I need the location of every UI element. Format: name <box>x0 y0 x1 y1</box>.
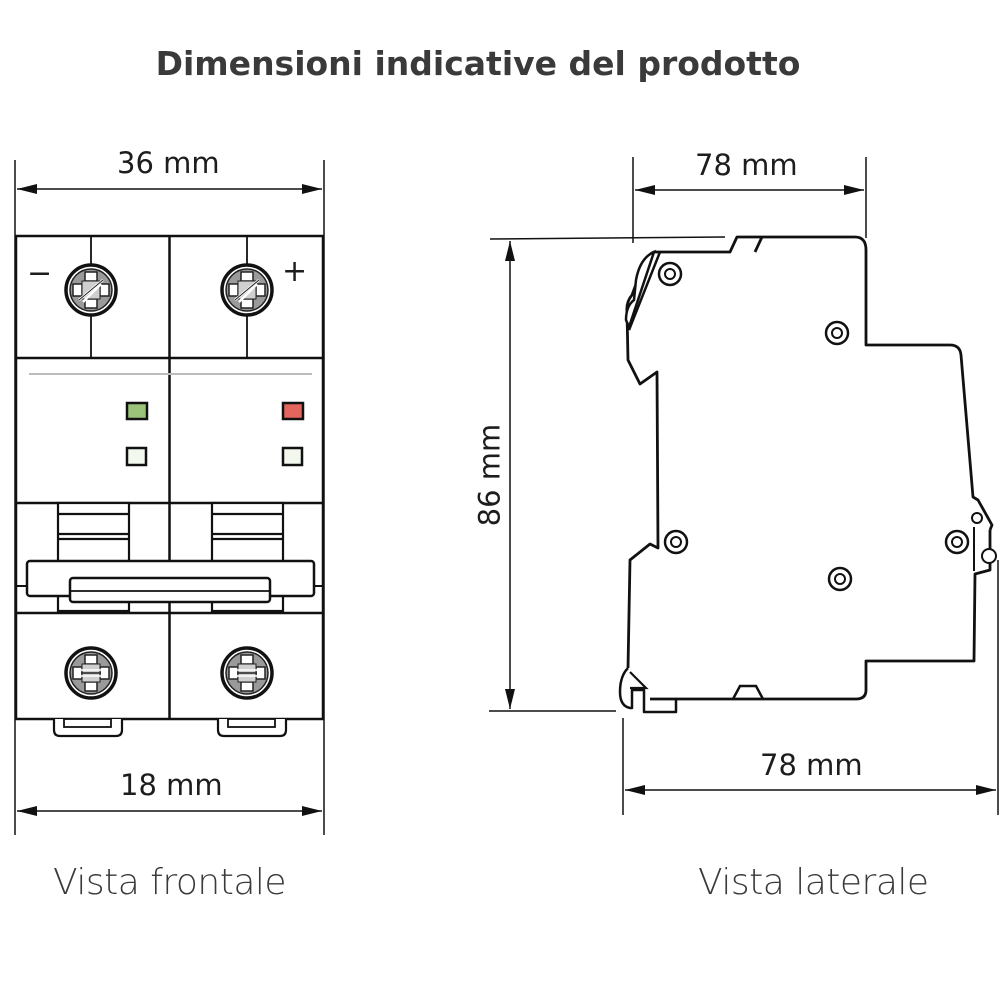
side-height-label: 86 mm <box>472 423 507 527</box>
screw-icon <box>64 646 118 700</box>
rivet-icon <box>944 529 970 555</box>
rivet-icon <box>663 529 689 555</box>
front-view-label: Vista frontale <box>53 862 287 903</box>
page-title: Dimensioni indicative del prodotto <box>155 44 801 83</box>
rivet-icon <box>824 320 850 346</box>
indicator-green <box>125 401 149 421</box>
screw-icon <box>220 646 274 700</box>
front-width-bottom-label: 18 mm <box>120 768 223 802</box>
indicator-red <box>281 401 305 421</box>
screw-icon <box>220 263 274 317</box>
positive-terminal-label: + <box>282 254 308 289</box>
side-depth-bottom-label: 78 mm <box>760 748 863 782</box>
front-width-top-label: 36 mm <box>117 146 220 180</box>
side-view <box>489 157 999 815</box>
front-view <box>14 160 325 835</box>
side-depth-top-label: 78 mm <box>695 148 798 182</box>
negative-terminal-label: − <box>27 256 53 291</box>
side-view-label: Vista laterale <box>698 862 929 903</box>
rivet-icon <box>657 261 683 287</box>
indicator-blank <box>125 446 148 467</box>
indicator-blank <box>281 446 304 467</box>
rivet-icon <box>827 566 853 592</box>
screw-icon <box>64 263 118 317</box>
